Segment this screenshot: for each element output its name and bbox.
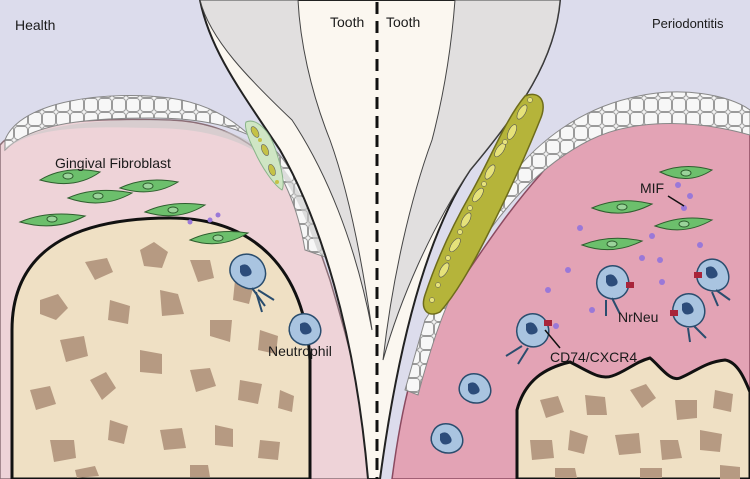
neutrophil-disease-2 (430, 423, 464, 454)
nrneu-cell-1 (595, 265, 634, 316)
fibroblast-cell (118, 179, 180, 193)
label-tooth-left: Tooth (330, 14, 364, 30)
label-gingival-fibroblast: Gingival Fibroblast (55, 155, 171, 171)
neutrophil-health-1 (229, 253, 275, 313)
fibroblast-cell (188, 231, 250, 245)
fibroblast-cell (580, 237, 644, 251)
label-health: Health (15, 17, 55, 33)
healthy-epithelium-inner (5, 120, 326, 258)
mif-pointer-line (667, 195, 685, 207)
label-mif: MIF (640, 180, 664, 196)
bone-trabeculae-right (530, 384, 740, 479)
resorbed-alveolar-bone (515, 356, 750, 479)
fibroblast-cell (18, 213, 87, 227)
healthy-biofilm (245, 120, 284, 191)
fibroblast-cell (590, 200, 654, 214)
fibroblast-group-health (18, 169, 250, 245)
fibroblast-cell (143, 203, 207, 217)
neutrophil-disease-1 (458, 373, 492, 404)
label-periodontitis: Periodontitis (652, 16, 724, 31)
mif-particles-health (187, 212, 221, 225)
nrneu-cell-3 (670, 293, 707, 343)
label-neutrophil: Neutrophil (268, 343, 332, 359)
nrneu-cell-2 (694, 258, 731, 307)
mif-particles-disease (545, 182, 715, 313)
fibroblast-group-disease (580, 166, 714, 251)
tooth-enamel-left (199, 0, 373, 331)
nrneu-cell-4 (505, 313, 559, 365)
cd74-pointer-line (544, 329, 561, 349)
periodontal-biofilm (422, 93, 544, 315)
fibroblast-cell (38, 169, 102, 185)
neutrophil-health-2 (288, 313, 322, 346)
fibroblast-cell (653, 217, 714, 231)
fibroblast-cell (66, 189, 134, 204)
label-cd74-cxcr4: CD74/CXCR4 (550, 349, 637, 365)
label-nrneu: NrNeu (618, 309, 658, 325)
bone-trabeculae-left (30, 242, 294, 478)
fibroblast-cell (658, 166, 714, 179)
label-tooth-right: Tooth (386, 14, 420, 30)
